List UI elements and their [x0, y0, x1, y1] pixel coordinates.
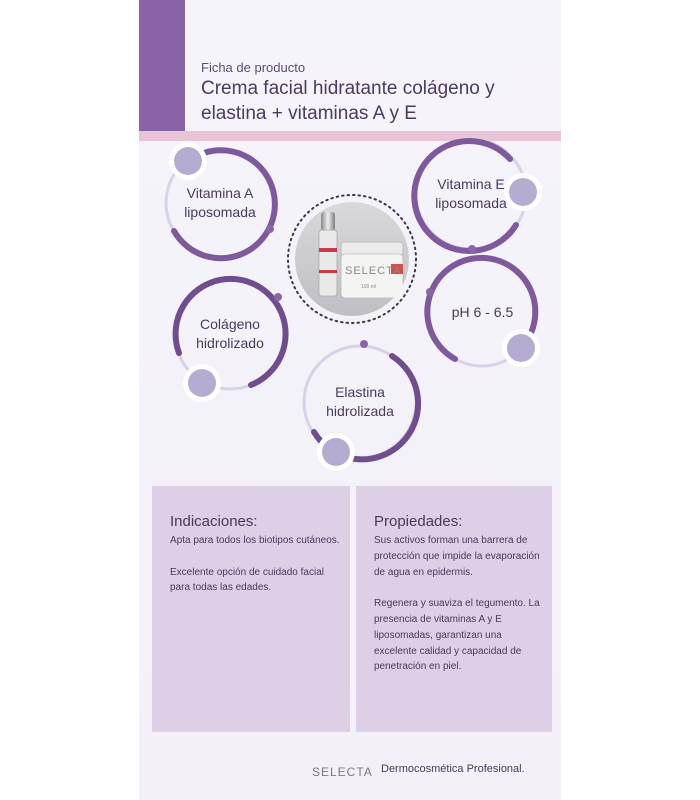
feature-vitamina-a: Vitamina A liposomada	[162, 142, 278, 262]
page-title: Crema facial hidratante colágeno y elast…	[201, 78, 495, 124]
feature-colageno: Colágeno hidrolizado	[171, 275, 289, 402]
footer: SELECTA Dermocosmética Profesional.	[312, 763, 525, 781]
footer-brand-logo: SELECTA	[312, 765, 373, 779]
feature-vitamina-e: Vitamina E liposomada	[411, 135, 542, 254]
indicaciones-heading: Indicaciones:	[170, 513, 258, 530]
product-photo: SELECTA 100 ml	[295, 202, 409, 316]
propiedades-text: Sus activos forman una barrera de protec…	[374, 535, 540, 673]
feature-label: Vitamina E liposomada	[435, 176, 507, 211]
jar-brand-text: SELECTA	[345, 265, 401, 277]
footer-tagline: Dermocosmética Profesional.	[381, 763, 525, 775]
feature-label: Vitamina A liposomada	[184, 185, 256, 220]
feature-elastina: Elastina hidrolizada	[300, 340, 422, 471]
feature-label: pH 6 - 6.5	[451, 304, 514, 320]
page-subtitle: Ficha de producto	[201, 60, 306, 75]
indicaciones-panel: Indicaciones: Apta para todos los biotip…	[152, 486, 350, 732]
ring-icon	[302, 340, 422, 471]
header-accent-bar	[139, 0, 185, 131]
header-divider	[139, 131, 561, 141]
dotted-ring-icon	[287, 194, 417, 324]
propiedades-heading: Propiedades:	[374, 513, 463, 530]
feature-ph: pH 6 - 6.5	[424, 254, 540, 370]
jar-volume-text: 100 ml	[361, 284, 376, 290]
ring-icon	[172, 275, 289, 402]
ring-icon	[424, 254, 540, 368]
indicaciones-text: Apta para todos los biotipos cutáneos. E…	[170, 535, 340, 594]
feature-label: Colágeno hidrolizado	[196, 316, 264, 351]
ring-icon	[411, 137, 542, 254]
feature-label: Elastina hidrolizada	[326, 384, 394, 419]
ring-icon	[164, 142, 278, 262]
product-image-frame: SELECTA 100 ml	[285, 192, 419, 326]
propiedades-panel: Propiedades: Sus activos forman una barr…	[356, 486, 552, 732]
